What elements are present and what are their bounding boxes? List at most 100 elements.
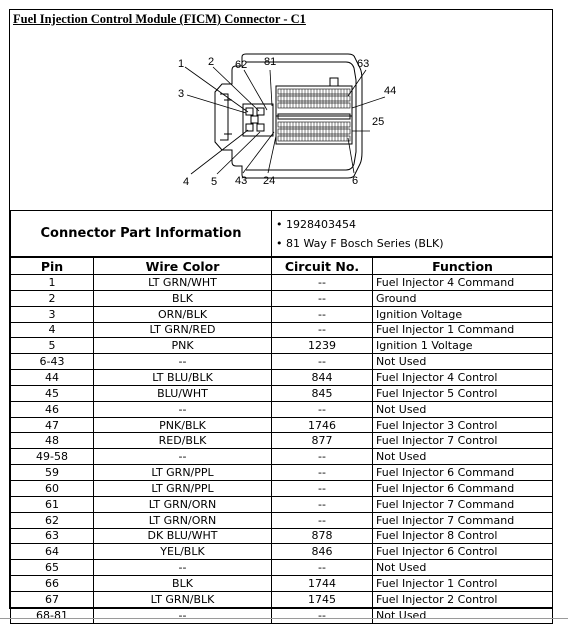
wire-color-cell: ORN/BLK xyxy=(93,305,272,323)
circuit-cell: -- xyxy=(271,479,373,497)
part-number-item: • 1928403454 xyxy=(276,217,356,231)
function-cell: Fuel Injector 4 Control xyxy=(372,369,553,386)
function-cell: Fuel Injector 4 Command xyxy=(372,274,553,291)
page-title: Fuel Injection Control Module (FICM) Con… xyxy=(13,12,306,26)
connector-series: 81 Way F Bosch Series (BLK) xyxy=(286,236,444,250)
callout-4: 4 xyxy=(183,176,189,188)
circuit-cell: -- xyxy=(271,511,373,529)
callout-24: 24 xyxy=(263,175,275,187)
wire-color-cell: -- xyxy=(93,400,272,418)
function-cell: Fuel Injector 6 Control xyxy=(372,543,553,561)
pin-cell: 62 xyxy=(10,511,94,529)
part-info-label: Connector Part Information xyxy=(10,210,272,257)
callout-3: 3 xyxy=(178,88,184,100)
circuit-cell: -- xyxy=(271,559,373,577)
pin-cell: 47 xyxy=(10,416,94,434)
table-row: 6-43----Not Used xyxy=(10,353,553,371)
circuit-cell: -- xyxy=(271,448,373,466)
circuit-cell: 846 xyxy=(271,543,373,561)
pin-cell: 59 xyxy=(10,464,94,481)
connector-series-item: • 81 Way F Bosch Series (BLK) xyxy=(276,236,444,250)
circuit-cell: -- xyxy=(271,321,373,339)
pin-cell: 5 xyxy=(10,337,94,355)
wire-color-cell: LT GRN/ORN xyxy=(93,511,272,529)
pin-cell: 65 xyxy=(10,559,94,577)
callout-44: 44 xyxy=(384,85,396,97)
pin-cell: 2 xyxy=(10,289,94,307)
pin-cell: 4 xyxy=(10,321,94,339)
wire-color-cell: LT GRN/ORN xyxy=(93,495,272,513)
pin-cell: 67 xyxy=(10,590,94,608)
callout-63: 63 xyxy=(357,58,369,70)
callout-43: 43 xyxy=(235,175,247,187)
pinout-header-row: Pin Wire Color Circuit No. Function xyxy=(10,257,553,275)
function-cell: Not Used xyxy=(372,559,553,577)
circuit-cell: 1744 xyxy=(271,575,373,592)
circuit-cell: -- xyxy=(271,495,373,513)
table-row: 68-81----Not Used xyxy=(10,606,553,624)
wire-color-cell: -- xyxy=(93,606,272,624)
wire-color-cell: LT GRN/RED xyxy=(93,321,272,339)
wire-color-cell: RED/BLK xyxy=(93,432,272,450)
wire-color-cell: LT GRN/BLK xyxy=(93,590,272,608)
pin-cell: 3 xyxy=(10,305,94,323)
function-cell: Fuel Injector 7 Control xyxy=(372,432,553,450)
circuit-cell: -- xyxy=(271,274,373,291)
connector-diagram: Fuel Injection Control Module (FICM) Con… xyxy=(10,10,552,211)
pin-cell: 61 xyxy=(10,495,94,513)
wire-color-cell: -- xyxy=(93,448,272,466)
pinout-table: Pin Wire Color Circuit No. Function 1 LT … xyxy=(10,257,553,624)
callout-2: 2 xyxy=(208,56,214,68)
pin-cell: 44 xyxy=(10,369,94,386)
circuit-cell: 877 xyxy=(271,432,373,450)
function-cell: Not Used xyxy=(372,448,553,466)
column-header-circuit: Circuit No. xyxy=(271,257,373,275)
part-info-list: • 1928403454 • 81 Way F Bosch Series (BL… xyxy=(271,210,553,257)
function-cell: Fuel Injector 3 Control xyxy=(372,416,553,434)
connector-part-info: Connector Part Information • 1928403454 … xyxy=(10,210,553,257)
callout-81: 81 xyxy=(264,56,276,68)
callout-1: 1 xyxy=(178,58,184,70)
pin-cell: 63 xyxy=(10,527,94,545)
wire-color-cell: LT GRN/PPL xyxy=(93,479,272,497)
callout-62: 62 xyxy=(235,59,247,71)
circuit-cell: 878 xyxy=(271,527,373,545)
pin-cell: 66 xyxy=(10,575,94,592)
callout-5: 5 xyxy=(211,176,217,188)
table-row: 46----Not Used xyxy=(10,400,553,418)
column-header-pin: Pin xyxy=(10,257,94,275)
function-cell: Not Used xyxy=(372,606,553,624)
function-cell: Fuel Injector 7 Command xyxy=(372,495,553,513)
pin-cell: 68-81 xyxy=(10,606,94,624)
circuit-cell: 1745 xyxy=(271,590,373,608)
pin-cell: 45 xyxy=(10,384,94,402)
function-cell: Fuel Injector 6 Command xyxy=(372,464,553,481)
circuit-cell: -- xyxy=(271,289,373,307)
wire-color-cell: PNK/BLK xyxy=(93,416,272,434)
function-cell: Fuel Injector 8 Control xyxy=(372,527,553,545)
wire-color-cell: LT GRN/PPL xyxy=(93,464,272,481)
function-cell: Ground xyxy=(372,289,553,307)
pin-cell: 1 xyxy=(10,274,94,291)
wire-color-cell: PNK xyxy=(93,337,272,355)
function-cell: Fuel Injector 7 Command xyxy=(372,511,553,529)
wire-color-cell: BLK xyxy=(93,289,272,307)
pin-cell: 60 xyxy=(10,479,94,497)
circuit-cell: 1239 xyxy=(271,337,373,355)
column-header-function: Function xyxy=(372,257,553,275)
circuit-cell: 1746 xyxy=(271,416,373,434)
wire-color-cell: LT BLU/BLK xyxy=(93,369,272,386)
circuit-cell: -- xyxy=(271,606,373,624)
